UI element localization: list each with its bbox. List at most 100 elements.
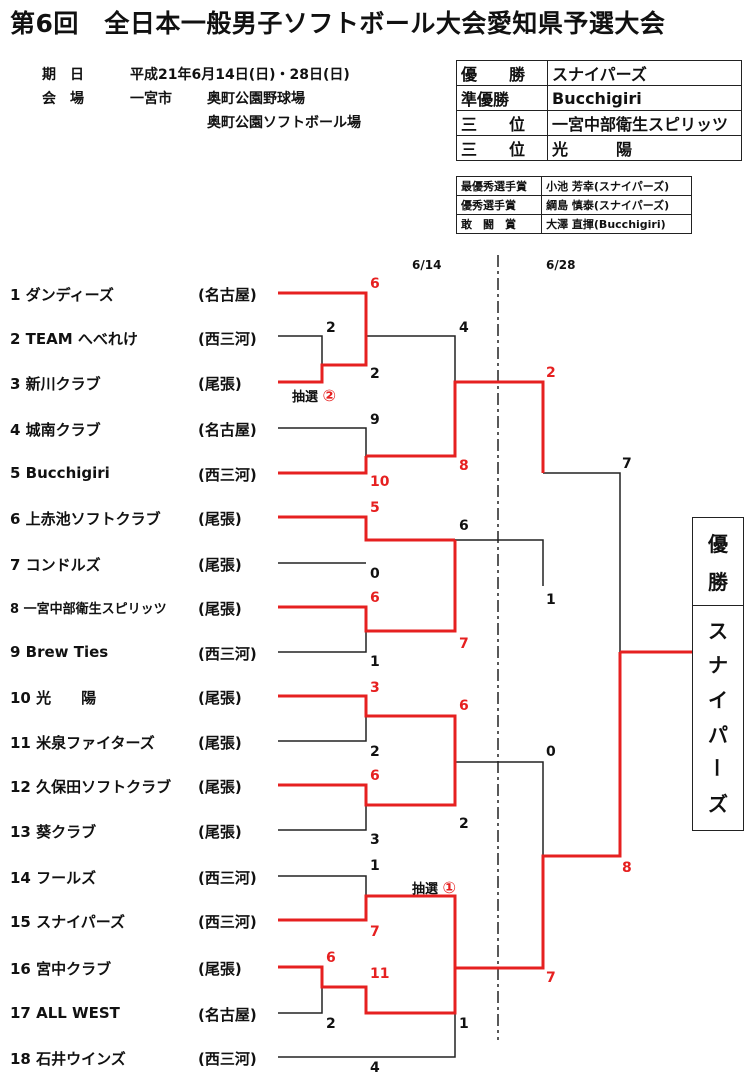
venue-2: 奥町公園ソフトボール場 (207, 115, 361, 131)
team-region: (尾張) (198, 510, 242, 528)
team-no: 10 (10, 689, 31, 707)
team-region: (名古屋) (198, 286, 257, 304)
team-row: 2 TEAM へべれけ (10, 328, 138, 349)
team-row: 3 新川クラブ (10, 373, 101, 394)
team-region: (尾張) (198, 823, 242, 841)
score: 3 (370, 680, 380, 696)
score: 0 (546, 744, 556, 760)
team-name: 一宮中部衛生スピリッツ (23, 602, 167, 617)
score: 2 (326, 1016, 336, 1032)
venue-1: 奥町公園野球場 (207, 91, 305, 107)
awards-table: 最優秀選手賞 小池 芳幸(スナイパーズ) 優秀選手賞 綱島 慎泰(スナイパーズ)… (455, 176, 692, 234)
team-no: 9 (10, 643, 21, 661)
team-no: 11 (10, 734, 31, 752)
score: 6 (370, 768, 380, 784)
team-region: (西三河) (198, 1050, 257, 1068)
team-row: 4 城南クラブ (10, 419, 101, 440)
team-name: 葵クラブ (36, 823, 97, 841)
team-name: Bucchigiri (25, 464, 110, 482)
team-name: ALL WEST (36, 1004, 120, 1022)
score: 6 (370, 276, 380, 292)
team-region: (西三河) (198, 913, 257, 931)
team-row: 1 ダンディーズ (10, 284, 114, 305)
period-label: 期 日 (42, 67, 84, 83)
result-row: 三 位 光 陽 (456, 135, 742, 161)
team-no: 3 (10, 375, 21, 393)
team-no: 7 (10, 556, 21, 574)
team-region: (西三河) (198, 466, 257, 484)
team-region: (名古屋) (198, 421, 257, 439)
lottery-mark: ② (322, 386, 337, 405)
team-no: 17 (10, 1004, 31, 1022)
team-name: ダンディーズ (25, 286, 114, 304)
score: 8 (459, 458, 469, 474)
score: 6 (459, 698, 469, 714)
award-label: 敢 闘 賞 (455, 214, 543, 234)
team-region: (西三河) (198, 330, 257, 348)
award-value: 大澤 直揮(Bucchigiri) (541, 214, 692, 234)
team-no: 2 (10, 330, 21, 348)
team-name: フールズ (36, 869, 97, 887)
score: 6 (326, 950, 336, 966)
period-value: 平成21年6月14日(日)・28日(日) (130, 67, 350, 83)
team-row: 15 スナイパーズ (10, 911, 125, 932)
team-name: 新川クラブ (25, 375, 101, 393)
team-no: 18 (10, 1050, 31, 1068)
award-value: 綱島 慎泰(スナイパーズ) (541, 195, 692, 215)
score: 1 (370, 654, 380, 670)
team-no: 16 (10, 960, 31, 978)
result-value: 光 陽 (547, 135, 742, 161)
team-name: TEAM へべれけ (25, 330, 138, 348)
team-no: 14 (10, 869, 31, 887)
champion-name: ス ナ イ パ ー ズ (693, 606, 743, 826)
team-name: 久保田ソフトクラブ (36, 778, 172, 796)
score: 1 (459, 1016, 469, 1032)
team-region: (尾張) (198, 556, 242, 574)
team-no: 8 (10, 602, 20, 617)
team-row: 18 石井ウインズ (10, 1048, 126, 1069)
team-row: 9 Brew Ties (10, 643, 108, 661)
team-name: 宮中クラブ (36, 960, 112, 978)
score: 4 (459, 320, 469, 336)
team-name: コンドルズ (25, 556, 101, 574)
date-round2: 6/28 (546, 258, 576, 272)
champion-name-char: イ (708, 688, 728, 713)
champion-name-char: ー (704, 757, 729, 778)
score: 7 (622, 456, 632, 472)
bracket-black (278, 335, 621, 1058)
team-region: (西三河) (198, 645, 257, 663)
award-value: 小池 芳幸(スナイパーズ) (541, 176, 692, 196)
score: 3 (370, 832, 380, 848)
score: 6 (370, 590, 380, 606)
score: 7 (546, 970, 556, 986)
score: 6 (459, 518, 469, 534)
score: 10 (370, 474, 390, 490)
score: 2 (326, 320, 336, 336)
team-name: 米泉ファイターズ (36, 734, 155, 752)
lottery-text: 抽選 (292, 390, 319, 405)
team-no: 15 (10, 913, 31, 931)
team-region: (尾張) (198, 960, 242, 978)
team-region: (尾張) (198, 778, 242, 796)
team-region: (西三河) (198, 869, 257, 887)
score: 2 (459, 816, 469, 832)
result-value: スナイパーズ (547, 60, 742, 86)
champion-name-char: ナ (708, 653, 728, 678)
team-region: (尾張) (198, 600, 242, 618)
team-row: 17 ALL WEST (10, 1004, 120, 1022)
team-row: 6 上赤池ソフトクラブ (10, 508, 161, 529)
result-row: 準優勝 Bucchigiri (456, 85, 742, 111)
page-title: 第6回 全日本一般男子ソフトボール大会愛知県予選大会 (10, 9, 666, 38)
team-name: Brew Ties (25, 643, 109, 661)
champion-header: 優 勝 (693, 518, 743, 606)
score: 1 (370, 858, 380, 874)
champion-header-char: 勝 (708, 569, 728, 594)
venue-city: 一宮市 (130, 91, 172, 107)
team-region: (尾張) (198, 689, 242, 707)
team-no: 5 (10, 464, 21, 482)
team-region: (尾張) (198, 734, 242, 752)
team-no: 12 (10, 778, 31, 796)
team-name: 上赤池ソフトクラブ (25, 510, 161, 528)
